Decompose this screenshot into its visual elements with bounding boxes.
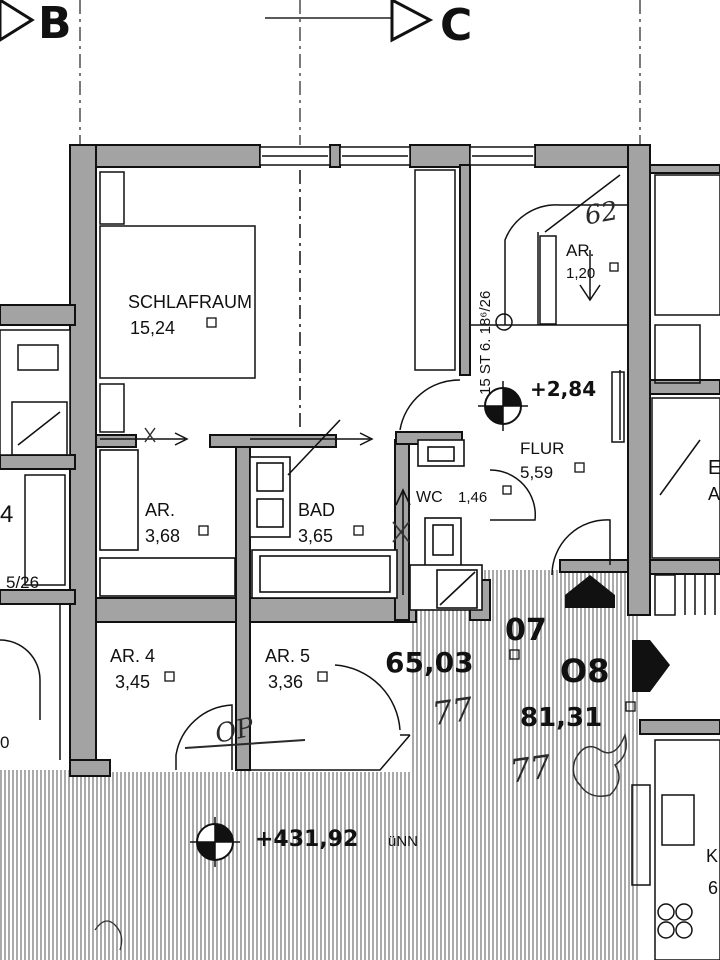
left-unit-number: 4 (0, 501, 13, 528)
room-area-wc: 1,46 (458, 489, 487, 506)
room-name-bad: BAD (298, 500, 335, 520)
left-area-fragment: 0 (0, 733, 9, 752)
store-doors (175, 664, 411, 771)
scribble-icon (572, 732, 627, 797)
right-number-fragment: 6 (708, 878, 718, 898)
axis-c-arrow-icon (390, 0, 434, 43)
room-labels: SCHLAFRAUM 15,24 AR. 1,20 FLUR 5,59 WC 1… (110, 241, 595, 692)
unit-07-area: 65,03 (385, 646, 474, 679)
left-stair-label: 5/26 (6, 573, 39, 592)
right-neighbor (631, 174, 720, 960)
unit-labels: 07 65,03 O8 81,31 (385, 613, 609, 733)
room-area-flur: 5,59 (520, 463, 553, 482)
level-markers (190, 381, 528, 867)
neighbor-labels: 4 5/26 0 E A K 6 (0, 457, 720, 898)
note-77-a: 77 (430, 690, 476, 733)
axis-b-arrow-icon (0, 0, 35, 42)
right-letter-a: E (708, 457, 720, 479)
room-name-ar5: AR. 5 (265, 646, 310, 666)
windows (259, 146, 536, 166)
level-marker-lower-icon (190, 817, 240, 867)
axis-label-c: C (440, 0, 472, 51)
room-area-schlafraum: 15,24 (130, 318, 175, 338)
bad-fixtures (99, 419, 398, 599)
stair-hall (399, 174, 628, 576)
room-area-ar: 3,68 (145, 526, 180, 546)
stair-label: 15 ST 6. 18⁶/26 (477, 291, 494, 395)
room-area-ar4: 3,45 (115, 672, 150, 692)
left-neighbor (0, 329, 71, 760)
room-name-flur: FLUR (520, 439, 564, 458)
note-62: 62 (582, 196, 620, 231)
level-lower-text: +431,92 (255, 827, 358, 852)
unit-07-number: 07 (505, 613, 547, 648)
axis-markers: B C (0, 0, 641, 145)
flow-arrows (100, 432, 374, 446)
wc-fixtures (395, 439, 483, 611)
level-marker-upper-icon (478, 381, 528, 431)
area-unit-marks (164, 262, 636, 712)
unit-arrows (565, 575, 670, 692)
cross-mark-wc-icon (392, 521, 410, 543)
note-77-b: 77 (508, 747, 554, 790)
unit-08-number: O8 (560, 652, 609, 690)
unit-08-area: 81,31 (520, 703, 602, 733)
handwritten-notes: 62 OP 77 77 (94, 196, 627, 951)
axis-label-b: B (38, 0, 72, 49)
room-name-ar4: AR. 4 (110, 646, 155, 666)
note-op-underline (184, 739, 306, 749)
room-name-wc: WC (416, 489, 443, 506)
level-lower-unit: üNN (388, 833, 418, 850)
room-area-bad: 3,65 (298, 526, 333, 546)
level-upper-text: +2,84 (530, 377, 596, 401)
room-name-ar-hall: AR. (566, 241, 594, 260)
unit-07-arrow-icon (565, 575, 615, 608)
bedroom-furniture (99, 169, 456, 433)
cross-mark-icon (144, 427, 156, 443)
unit-08-arrow-icon (632, 640, 670, 692)
room-area-ar5: 3,36 (268, 672, 303, 692)
room-name-schlafraum: SCHLAFRAUM (128, 292, 252, 312)
right-letter-c: K (706, 846, 718, 866)
room-area-ar-hall: 1,20 (566, 265, 595, 282)
room-interiors (97, 622, 410, 772)
room-name-ar: AR. (145, 500, 175, 520)
right-letter-b: A (708, 484, 720, 504)
scribble-small-icon (94, 920, 123, 951)
